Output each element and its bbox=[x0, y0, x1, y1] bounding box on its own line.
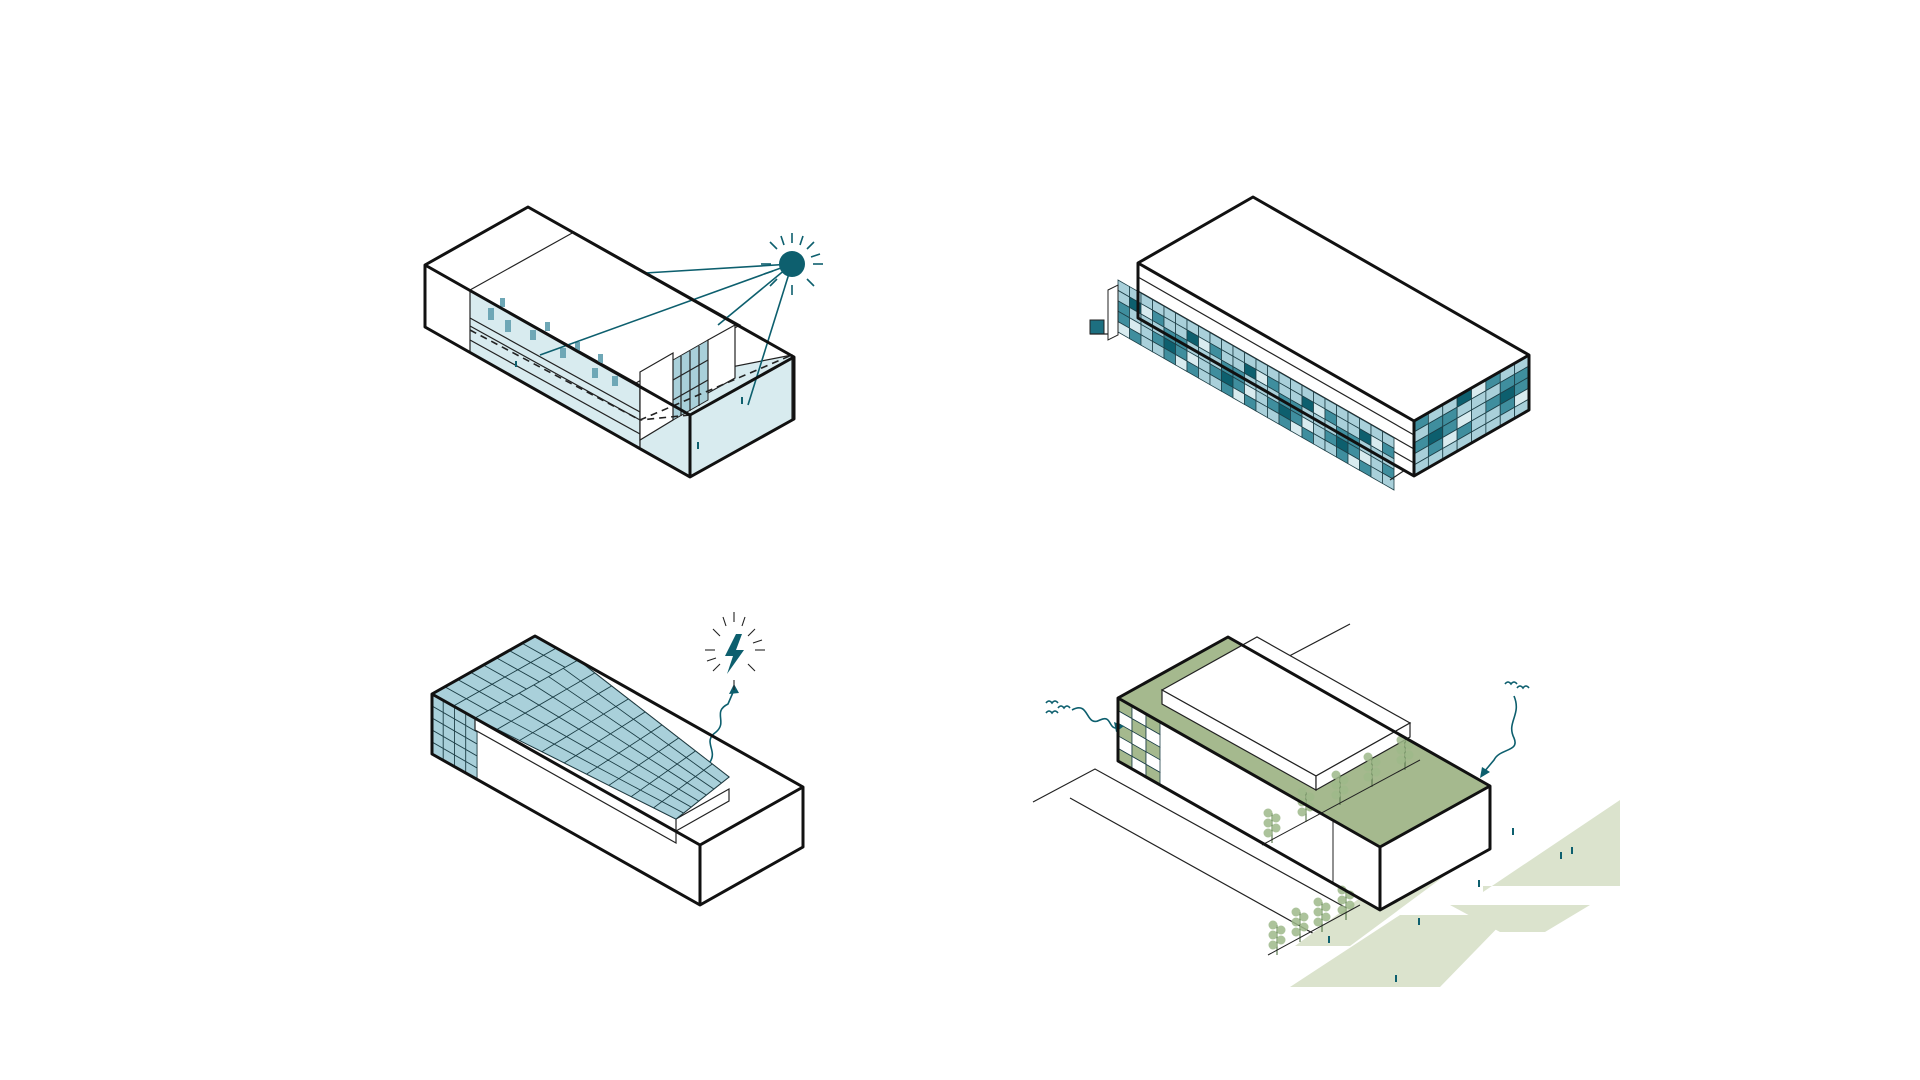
tree-icon bbox=[1331, 770, 1349, 805]
sunlight-rays bbox=[539, 263, 793, 406]
solar-wall-grid bbox=[431, 693, 478, 781]
building-outline bbox=[423, 205, 796, 479]
building-front-face bbox=[1118, 698, 1380, 910]
tree-icon bbox=[1291, 907, 1309, 942]
green-wall-checker bbox=[1117, 697, 1161, 786]
curtain-wall-mullions bbox=[672, 346, 709, 416]
stair-core bbox=[1107, 284, 1119, 341]
building-front-face bbox=[432, 694, 700, 905]
green-roof-diagram bbox=[1032, 623, 1620, 987]
airflow-arrow-left bbox=[1071, 707, 1119, 729]
park-area-bottom bbox=[1290, 915, 1510, 987]
airflow-arrow-right-head bbox=[1480, 767, 1490, 778]
tree-icon bbox=[1313, 897, 1331, 932]
building-side-face bbox=[1380, 786, 1490, 910]
pv-canopy-side bbox=[675, 787, 730, 833]
facade-grid-front bbox=[1117, 279, 1395, 491]
daylighting-diagram bbox=[423, 205, 823, 479]
energy-flow-arrow bbox=[709, 689, 735, 763]
solar-panel-cell bbox=[703, 763, 730, 784]
building-side-face bbox=[700, 787, 803, 905]
tree-icon bbox=[1363, 752, 1381, 787]
window-blocks bbox=[488, 298, 618, 386]
building-outline bbox=[1136, 195, 1531, 478]
solar-roof-diagram bbox=[430, 612, 805, 907]
park-path bbox=[1450, 905, 1590, 932]
tree-row-baseline bbox=[1261, 759, 1421, 956]
light-well-column-2 bbox=[707, 323, 736, 395]
building-roof bbox=[1138, 197, 1529, 421]
building-outline bbox=[1116, 635, 1492, 912]
ground-lines bbox=[1090, 333, 1406, 481]
people-figures bbox=[1328, 828, 1573, 982]
tree-icon bbox=[1263, 808, 1281, 843]
building-outline bbox=[430, 634, 805, 907]
sun-icon bbox=[761, 233, 823, 295]
park-area-right bbox=[1483, 800, 1620, 892]
facade-panel bbox=[1382, 472, 1395, 491]
lightning-bolt-icon bbox=[705, 612, 765, 690]
people-figures bbox=[515, 361, 743, 449]
facade-panels-diagram bbox=[1089, 195, 1531, 491]
airflow-arrow-right bbox=[1483, 695, 1518, 773]
facade-grid-side bbox=[1413, 354, 1530, 477]
facade-sample-tile bbox=[1089, 319, 1105, 335]
bird-icon bbox=[1045, 681, 1530, 715]
tree-row bbox=[1261, 735, 1421, 956]
solar-panel-grid bbox=[431, 635, 730, 820]
